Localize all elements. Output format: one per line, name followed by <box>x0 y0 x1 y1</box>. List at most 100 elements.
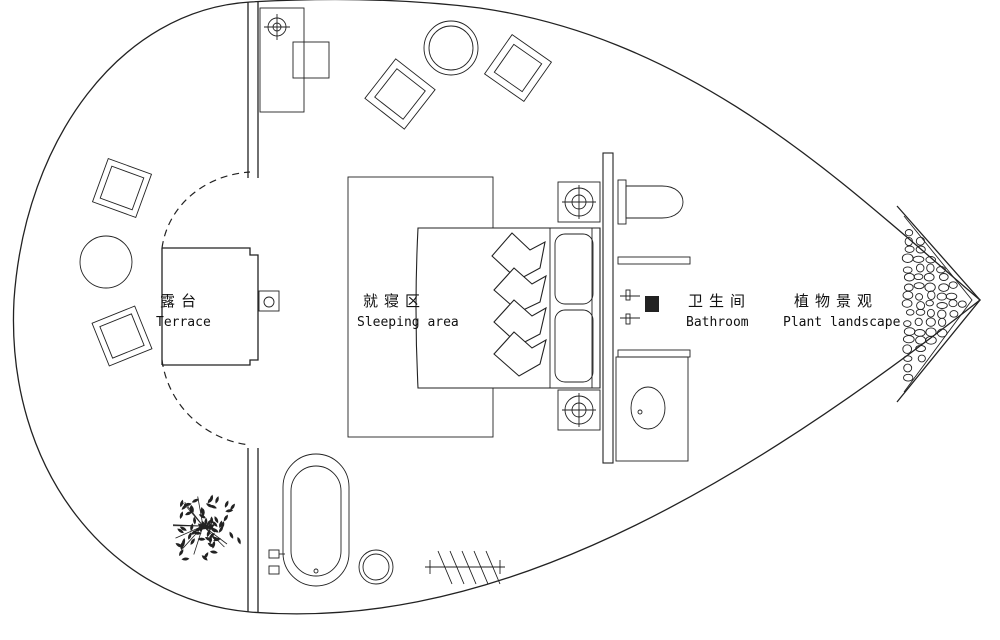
terrace-chair-bottom <box>91 305 153 367</box>
rock <box>927 290 936 301</box>
nightstand-bottom <box>557 389 601 431</box>
rock <box>913 282 925 290</box>
rock <box>902 290 914 300</box>
leaf <box>214 516 219 524</box>
terrace-table <box>79 235 133 289</box>
rock <box>903 355 913 362</box>
stem <box>175 525 204 539</box>
leaf <box>211 528 219 533</box>
sleeping-label-zh: 就寝区 <box>363 292 426 310</box>
leaf <box>204 517 208 526</box>
rock <box>914 329 926 337</box>
leaf <box>207 542 215 548</box>
leaf <box>209 494 214 503</box>
bed-cushions <box>491 232 547 377</box>
plant-icon <box>172 494 241 561</box>
rock <box>936 328 948 338</box>
rock <box>923 272 935 282</box>
leaf <box>209 522 213 530</box>
leaf <box>180 541 185 549</box>
rock <box>938 283 950 292</box>
stem <box>183 502 204 527</box>
leaf <box>221 521 225 529</box>
rock <box>905 309 915 316</box>
leaf <box>229 531 234 539</box>
leaf <box>209 550 218 554</box>
bathroom-partition <box>602 152 614 464</box>
bathroom-label-zh: 卫生间 <box>688 292 751 310</box>
leaf <box>179 511 184 519</box>
rock <box>902 344 913 354</box>
leaf <box>215 496 219 504</box>
leaf <box>200 506 204 515</box>
rock <box>912 255 925 263</box>
leaf <box>181 557 190 561</box>
terrace-sink <box>258 290 280 312</box>
rock <box>902 266 913 274</box>
leaf <box>223 514 228 522</box>
rock <box>904 245 915 253</box>
rock <box>957 300 967 308</box>
rock <box>925 256 936 264</box>
rock <box>902 335 915 344</box>
terrace-chair-top <box>91 157 153 219</box>
rock <box>915 308 926 316</box>
rock <box>903 373 914 382</box>
sleeping-label-en: Sleeping area <box>357 315 459 330</box>
desk <box>259 7 330 113</box>
rock <box>925 299 934 307</box>
rock <box>901 253 914 263</box>
terrace-label-en: Terrace <box>156 315 211 330</box>
leaf <box>212 521 218 527</box>
leaf <box>190 538 195 545</box>
leaf <box>197 537 206 541</box>
terrace-wall <box>247 2 259 612</box>
vanity <box>615 356 689 462</box>
rock <box>948 281 958 289</box>
leaf <box>210 516 214 525</box>
stem <box>202 525 228 545</box>
leaf <box>190 505 194 513</box>
leaf <box>198 514 206 519</box>
rock <box>903 327 916 336</box>
terrace-doors <box>161 171 259 446</box>
leaf <box>237 536 241 545</box>
bathroom-label-en: Bathroom <box>686 315 749 330</box>
leaf <box>204 537 213 541</box>
rock <box>948 299 958 308</box>
rock <box>945 292 958 301</box>
shower-fixture <box>620 289 659 325</box>
plant-label-zh: 植物景观 <box>794 292 878 310</box>
rock <box>917 354 926 363</box>
leaf <box>179 499 184 508</box>
stem <box>172 524 204 527</box>
rock <box>904 229 914 237</box>
leaf <box>225 509 234 513</box>
leaf <box>193 516 197 525</box>
leaf <box>177 528 184 534</box>
lounge-chair-right <box>483 33 553 103</box>
leaf <box>209 504 217 509</box>
rock <box>903 363 913 373</box>
terrace-label-zh: 露台 <box>160 292 202 310</box>
leaf <box>191 498 199 503</box>
rock <box>924 282 936 293</box>
rock <box>937 317 947 327</box>
rock <box>925 327 937 337</box>
leaf <box>206 529 211 538</box>
outer-shell <box>12 0 982 615</box>
leaf <box>179 549 184 557</box>
plant-label-en: Plant landscape <box>783 315 901 330</box>
rock <box>915 263 925 273</box>
toilet <box>617 179 684 225</box>
leaf <box>224 500 229 508</box>
towel-rack <box>425 550 505 585</box>
rock <box>903 272 915 282</box>
plant-landscape <box>896 205 981 403</box>
lounge-chair-left <box>364 58 436 130</box>
rock <box>915 344 926 353</box>
leaf <box>203 552 209 559</box>
rock <box>926 308 935 318</box>
stem <box>182 525 204 549</box>
